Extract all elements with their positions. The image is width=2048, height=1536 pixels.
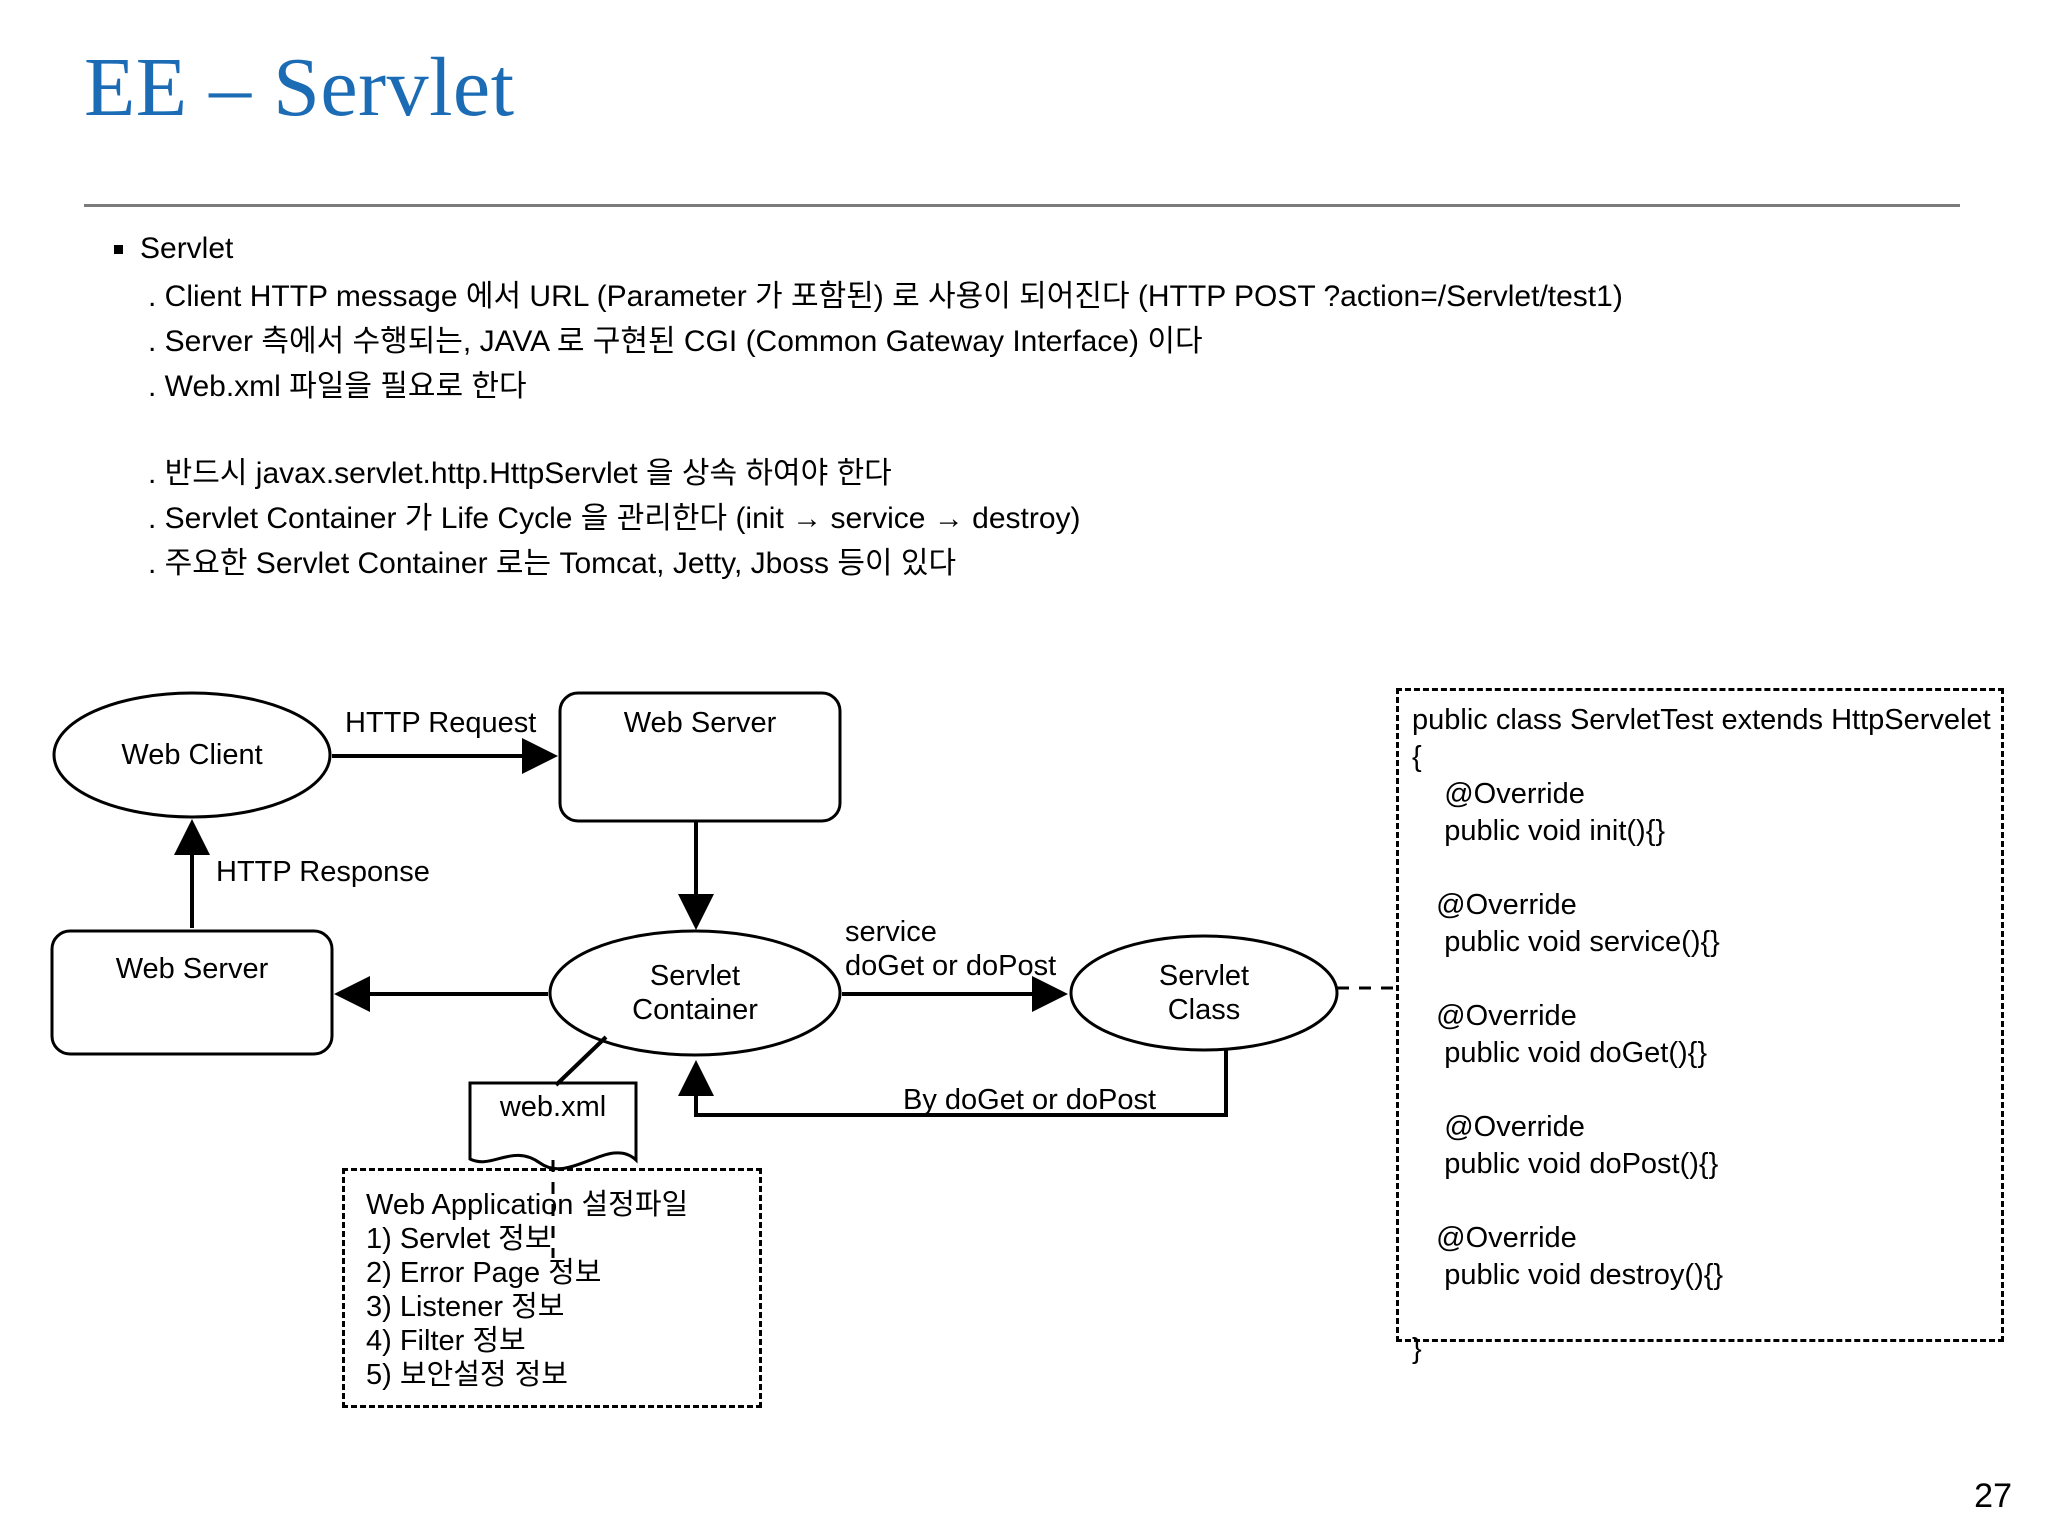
bullet-line-5: . Servlet Container 가 Life Cycle 을 관리한다 …	[148, 502, 1081, 535]
bullet-heading: Servlet	[110, 228, 1810, 270]
code-snippet: public class ServletTest extends HttpSer…	[1412, 704, 1991, 1365]
bullet-heading-label: Servlet	[140, 232, 234, 265]
page-number: 27	[1974, 1477, 2012, 1515]
node-label-web-xml: web.xml	[499, 1091, 607, 1123]
edge-label-by-doget-dopost: By doGet or doPost	[903, 1084, 1157, 1116]
webapp-note-text: Web Application 설정파일 1) Servlet 정보 2) Er…	[366, 1189, 689, 1391]
edge-label-http-response: HTTP Response	[216, 856, 430, 888]
edge-webxml-to-container	[554, 1035, 608, 1087]
bullet-spacer	[110, 409, 1810, 451]
web-server-left-shape	[50, 929, 334, 1056]
node-label-web-server-left: Web Server	[115, 953, 269, 985]
edge-label-http-request: HTTP Request	[345, 707, 537, 739]
bullet-body: Servlet . Client HTTP message 에서 URL (Pa…	[110, 228, 1810, 586]
bullet-line-2: . Server 측에서 수행되는, JAVA 로 구현된 CGI (Commo…	[148, 325, 1203, 358]
node-label-web-server-top: Web Server	[623, 707, 777, 739]
page-title: EE – Servlet	[84, 41, 515, 134]
title-divider	[84, 204, 1960, 207]
webapp-note-box	[342, 1168, 762, 1408]
node-label-servlet-class: Servlet Class	[1158, 960, 1250, 1026]
bullet-line-4: . 반드시 javax.servlet.http.HttpServlet 을 상…	[148, 457, 892, 490]
bullet-line-1: . Client HTTP message 에서 URL (Parameter …	[148, 280, 1623, 313]
bullet-line-3: . Web.xml 파일을 필요로 한다	[148, 370, 527, 403]
code-box	[1396, 688, 2004, 1342]
node-label-web-client: Web Client	[121, 739, 263, 771]
square-bullet-icon	[114, 245, 123, 254]
edge-label-service-doget-dopost: service doGet or doPost	[845, 916, 1057, 982]
node-label-servlet-container: Servlet Container	[632, 960, 758, 1026]
bullet-line-6: . 주요한 Servlet Container 로는 Tomcat, Jetty…	[148, 547, 957, 580]
